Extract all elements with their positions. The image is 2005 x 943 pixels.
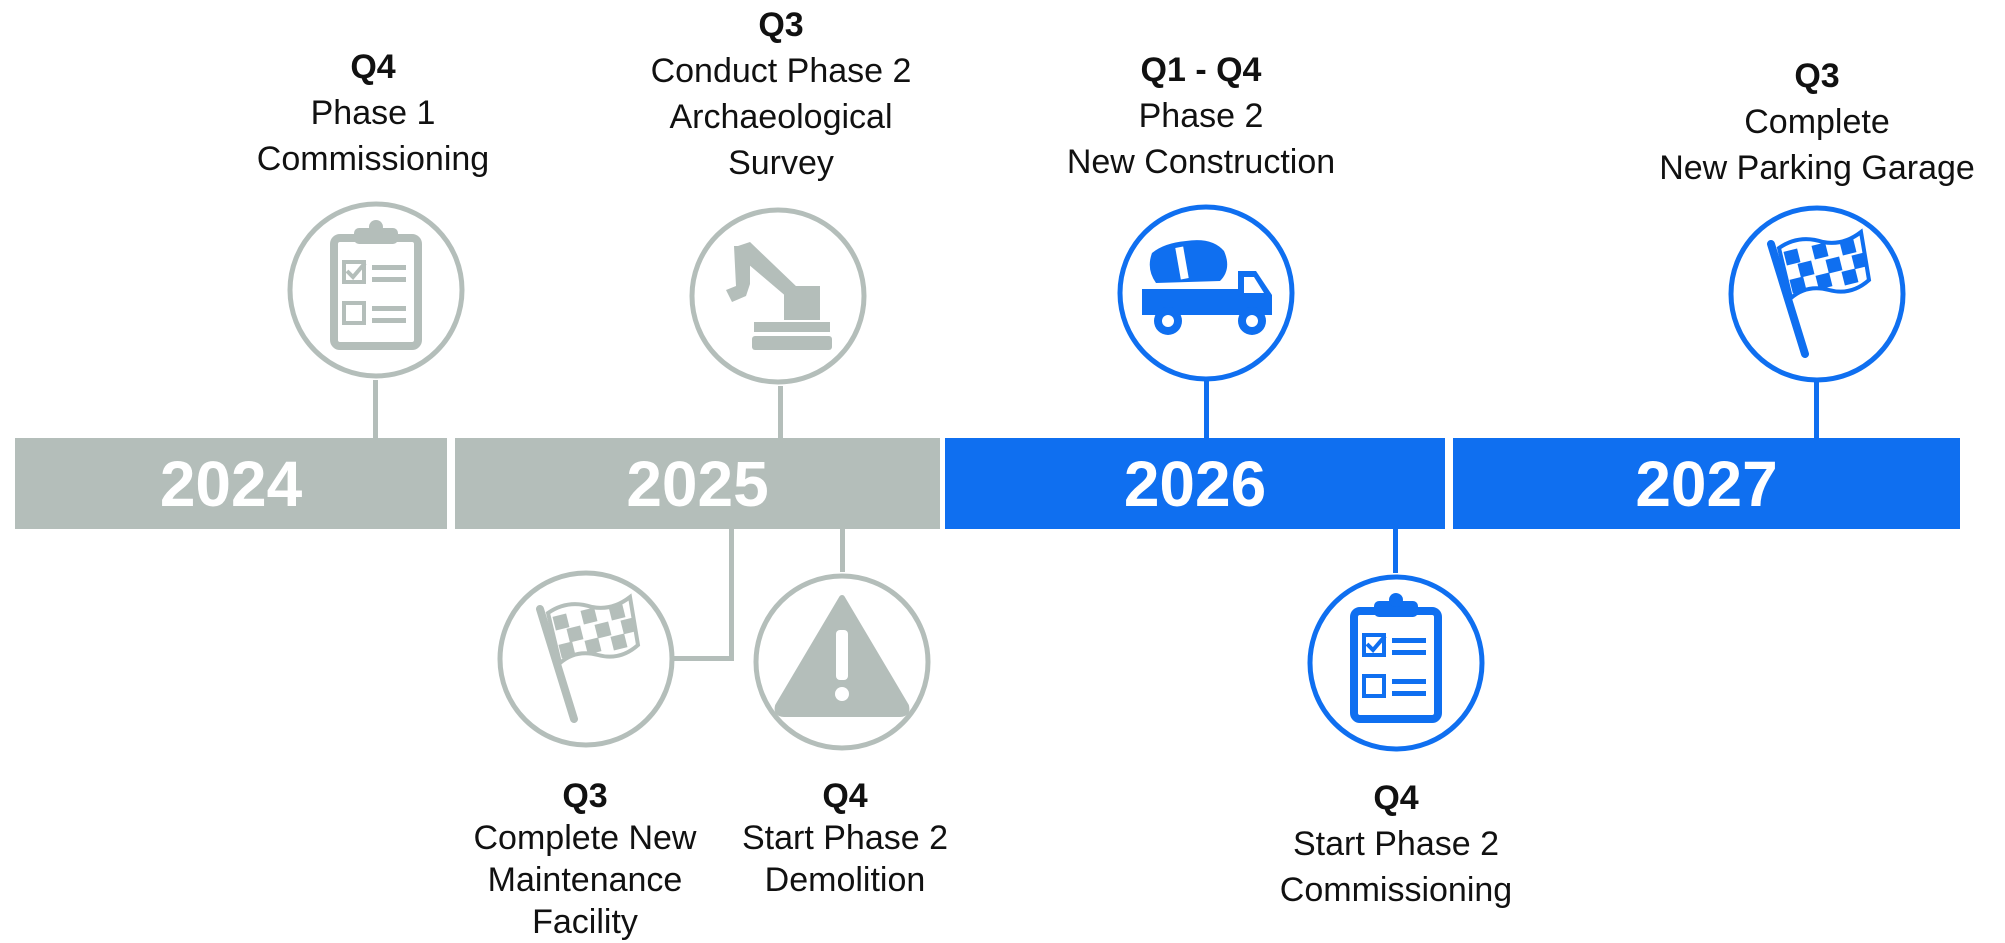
year-bar-2027: 2027 (1453, 438, 1960, 529)
connector-line (672, 656, 734, 661)
milestone-text: Complete (1744, 103, 1890, 141)
milestone-text: Phase 2 (1138, 97, 1264, 135)
milestone-text: New Parking Garage (1659, 149, 1975, 187)
milestone-text: Conduct Phase 2 (650, 52, 912, 90)
milestone-label-demolition: Q4 Start Phase 2 Demolition (742, 775, 948, 901)
excavator-icon (689, 207, 867, 385)
clipboard-icon (287, 201, 465, 379)
milestone-label-phase2-commissioning: Q4 Start Phase 2 Commissioning (1280, 775, 1512, 913)
milestone-quarter: Q4 (350, 48, 396, 86)
connector-line (373, 380, 378, 438)
milestone-text: Start Phase 2 (741, 819, 949, 857)
milestone-text: Maintenance (487, 861, 683, 899)
milestone-text: Commissioning (256, 140, 490, 178)
milestone-quarter: Q3 (1794, 57, 1840, 95)
milestone-quarter: Q3 (562, 777, 608, 815)
connector-line (1393, 529, 1398, 573)
connector-line (729, 529, 734, 659)
milestone-text: Complete New (473, 819, 697, 857)
milestone-label-phase1-commissioning: Q4 Phase 1 Commissioning (257, 44, 489, 182)
checkered-flag-icon (497, 570, 675, 748)
checkered-flag-icon (1728, 205, 1906, 383)
year-bar-2024: 2024 (15, 438, 447, 529)
milestone-label-maintenance-facility: Q3 Complete New Maintenance Facility (474, 775, 697, 943)
connector-line (1204, 381, 1209, 438)
connector-line (1814, 381, 1819, 438)
milestone-text: Demolition (764, 861, 926, 899)
milestone-quarter: Q1 - Q4 (1140, 51, 1262, 89)
year-label: 2027 (1635, 447, 1778, 520)
milestone-text: Facility (532, 903, 638, 941)
year-label: 2026 (1123, 447, 1267, 520)
milestone-quarter: Q3 (758, 6, 804, 44)
milestone-text: Start Phase 2 (1292, 825, 1499, 863)
milestone-label-parking-garage: Q3 Complete New Parking Garage (1659, 53, 1975, 191)
milestone-label-archaeological-survey: Q3 Conduct Phase 2 Archaeological Survey (651, 2, 912, 186)
clipboard-icon (1307, 574, 1485, 752)
year-label: 2024 (159, 447, 303, 520)
milestone-text: Survey (728, 144, 834, 182)
milestone-quarter: Q4 (1373, 779, 1419, 817)
year-bar-2026: 2026 (945, 438, 1445, 529)
milestone-text: New Construction (1066, 143, 1336, 181)
cement-truck-icon (1117, 204, 1295, 382)
milestone-text: Phase 1 (310, 94, 436, 132)
milestone-text: Archaeological (669, 98, 893, 136)
milestone-label-new-construction: Q1 - Q4 Phase 2 New Construction (1067, 47, 1335, 185)
warning-icon (753, 573, 931, 751)
milestone-text: Commissioning (1279, 871, 1513, 909)
milestone-quarter: Q4 (822, 777, 868, 815)
connector-line (778, 386, 783, 438)
connector-line (840, 529, 845, 572)
year-label: 2025 (626, 447, 769, 520)
year-bar-2025: 2025 (455, 438, 940, 529)
